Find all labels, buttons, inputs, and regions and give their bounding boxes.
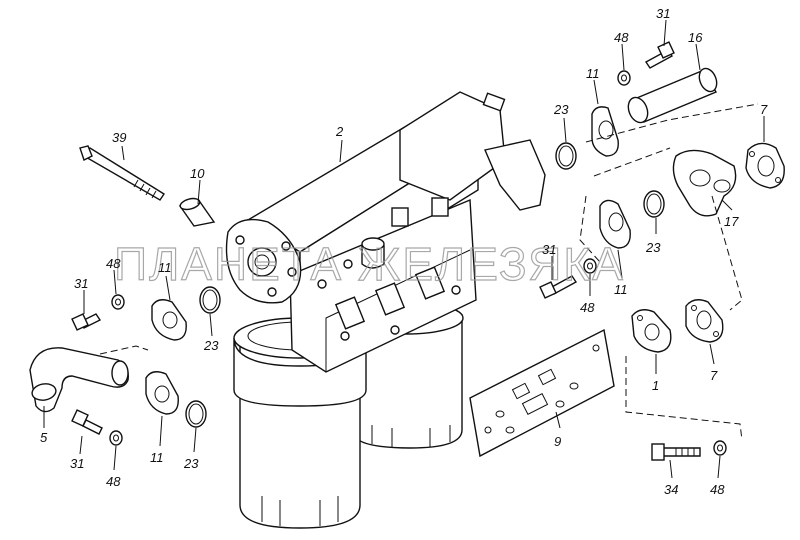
washer-48-left	[111, 294, 125, 310]
callout-2: 2	[335, 124, 344, 139]
flange-gasket-11-mid	[599, 199, 631, 249]
bolt-34	[651, 443, 701, 461]
callout-11-bl: 11	[150, 450, 164, 465]
callout-48-top: 48	[614, 30, 629, 45]
callout-31-top: 31	[656, 6, 670, 21]
callout-11-left: 11	[158, 260, 172, 275]
callout-48-bl: 48	[106, 474, 121, 489]
bolt-31-top	[644, 41, 675, 69]
bolt-31-bl	[71, 409, 103, 435]
callout-labels: 2 39 10 31 48 16 11 23 7 17 23 31 48 11 …	[40, 6, 768, 497]
callout-1: 1	[652, 378, 659, 393]
flange-1	[631, 309, 672, 353]
flange-gasket-11-bl	[145, 371, 179, 415]
o-ring-23-mid	[643, 190, 665, 218]
watermark-text: ПЛАНЕТА ЖЕЛЕЗЯКА	[114, 238, 625, 290]
callout-23-bl: 23	[183, 456, 199, 471]
callout-17: 17	[724, 214, 739, 229]
callout-48-left: 48	[106, 256, 121, 271]
callout-7-mid: 7	[710, 368, 718, 383]
callout-31-mid: 31	[542, 242, 556, 257]
elbow-pipe-5	[29, 347, 129, 413]
o-ring-23-top	[555, 142, 577, 170]
callout-31-bl: 31	[70, 456, 84, 471]
washer-48-top	[617, 70, 631, 86]
gasket-plate-9	[469, 328, 615, 458]
elbow-17	[672, 149, 737, 217]
callout-11-mid: 11	[614, 282, 628, 297]
callout-48-br: 48	[710, 482, 725, 497]
o-ring-23-bl	[185, 400, 207, 428]
washer-48-mid	[583, 258, 597, 274]
sleeve-10	[178, 197, 216, 227]
callout-39: 39	[112, 130, 126, 145]
callout-16: 16	[688, 30, 703, 45]
o-ring-23-left	[199, 286, 221, 314]
callout-10: 10	[190, 166, 205, 181]
washer-48-br	[713, 440, 727, 456]
callout-23-top: 23	[553, 102, 569, 117]
callout-34: 34	[664, 482, 678, 497]
flange-gasket-7-top	[745, 142, 785, 189]
leader-lines	[43, 19, 765, 479]
assembly-lines	[99, 103, 759, 441]
callout-11-top: 11	[586, 66, 600, 81]
long-bolt-39	[79, 145, 165, 201]
washer-48-bl	[109, 430, 123, 446]
flange-gasket-11-left	[151, 299, 187, 341]
flange-gasket-11-top	[591, 106, 619, 157]
filter-housing	[225, 91, 546, 373]
flange-gasket-7-mid	[685, 299, 724, 343]
callout-31-left: 31	[74, 276, 88, 291]
callout-48-mid: 48	[580, 300, 595, 315]
tube-16	[627, 67, 718, 124]
bolt-31-mid	[539, 275, 578, 299]
callout-9: 9	[554, 434, 561, 449]
callout-23-mid: 23	[645, 240, 661, 255]
callout-5: 5	[40, 430, 48, 445]
callout-7-top: 7	[760, 102, 768, 117]
bolt-31-left	[71, 313, 102, 331]
callout-23-left: 23	[203, 338, 219, 353]
